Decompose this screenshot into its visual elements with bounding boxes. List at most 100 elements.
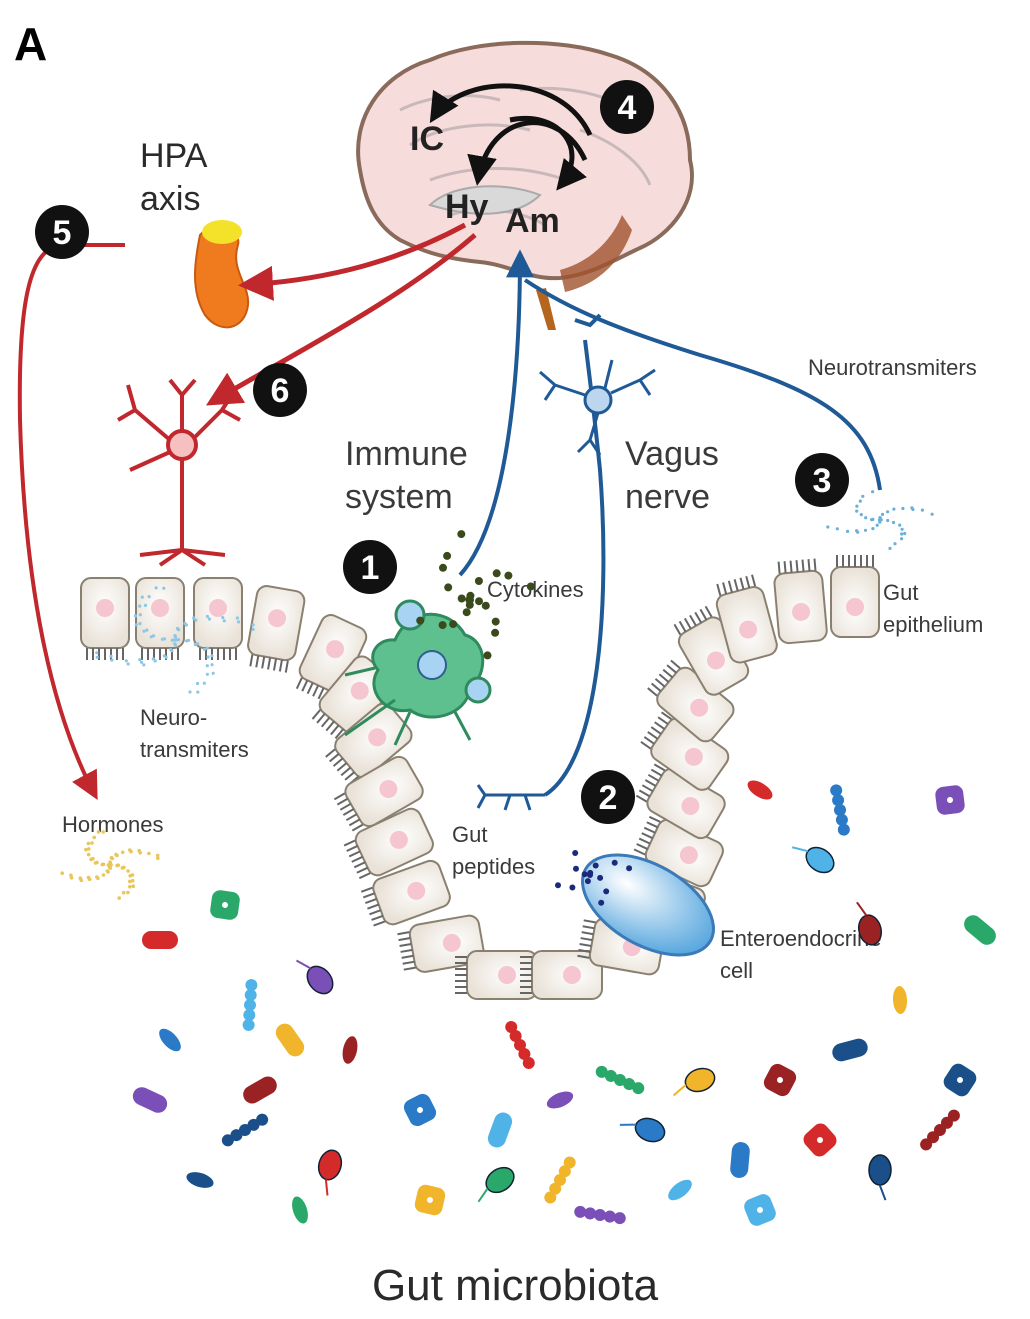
bacterium xyxy=(934,784,965,815)
particle xyxy=(187,639,190,642)
particle xyxy=(95,651,98,654)
bacterium xyxy=(941,1061,980,1100)
particle xyxy=(60,871,64,875)
particle xyxy=(593,863,599,869)
particle xyxy=(886,510,889,513)
vagus-label-line2: nerve xyxy=(625,478,710,516)
neuro-transmiters-label-line2: transmiters xyxy=(140,737,249,762)
particle xyxy=(196,642,199,645)
particle xyxy=(626,865,632,871)
particle xyxy=(886,519,889,522)
bacterium xyxy=(401,1091,439,1129)
svg-text:4: 4 xyxy=(618,89,637,127)
particle xyxy=(145,629,148,632)
brain-outline xyxy=(358,43,692,278)
particle xyxy=(101,863,105,867)
particle xyxy=(491,629,499,637)
particle xyxy=(142,663,145,666)
particle xyxy=(89,858,93,862)
particle xyxy=(188,690,191,693)
particle xyxy=(893,542,896,545)
particle xyxy=(128,885,132,889)
particle xyxy=(114,853,118,857)
particle xyxy=(901,507,904,510)
hormones-label: Hormones xyxy=(62,812,163,837)
particle xyxy=(892,521,895,524)
neuro-transmiters-label-line1: Neuro- xyxy=(140,705,207,730)
particle xyxy=(174,643,177,646)
hpa-label-line1: HPA xyxy=(140,137,208,175)
particle xyxy=(203,648,206,651)
bacterium xyxy=(573,1205,626,1225)
brain-ic-label: IC xyxy=(410,120,444,158)
particle xyxy=(102,873,106,877)
particle xyxy=(864,529,867,532)
particle xyxy=(142,630,145,633)
gut-peptides-label-line1: Gut xyxy=(452,822,487,847)
bacterium xyxy=(289,1195,311,1226)
gut-peptides-label-line2: peptides xyxy=(452,854,535,879)
particle xyxy=(878,516,881,519)
particle xyxy=(96,877,100,881)
particle xyxy=(108,866,112,870)
particle xyxy=(206,615,209,618)
particle xyxy=(138,658,141,661)
badge-5: 5 xyxy=(35,205,89,259)
particle xyxy=(97,830,101,834)
bacterium xyxy=(761,1061,799,1099)
particle xyxy=(484,651,492,659)
gut-microbiota-bacteria xyxy=(130,777,1000,1229)
particle xyxy=(237,620,240,623)
bacterium xyxy=(469,1162,519,1205)
particle xyxy=(150,635,153,638)
particle xyxy=(598,900,604,906)
badge-4: 4 xyxy=(600,80,654,134)
particle xyxy=(177,638,180,641)
particle xyxy=(128,848,132,852)
brain-am-label: Am xyxy=(505,202,560,240)
particle xyxy=(527,583,535,591)
svg-text:5: 5 xyxy=(53,214,72,252)
bacterium xyxy=(742,1192,778,1228)
particle xyxy=(482,602,490,610)
particle xyxy=(162,587,165,590)
vagus-label-line1: Vagus xyxy=(625,435,719,473)
bacterium xyxy=(340,1035,360,1065)
particle xyxy=(210,654,213,657)
particle xyxy=(206,664,209,667)
particle xyxy=(96,656,99,659)
cytokines-label: Cytokines xyxy=(487,577,584,602)
particle xyxy=(903,532,906,535)
bacterium xyxy=(829,783,851,836)
particle xyxy=(223,619,226,622)
particle xyxy=(555,882,561,888)
particle xyxy=(856,531,859,534)
particle xyxy=(131,873,135,877)
particle xyxy=(860,513,863,516)
bacterium xyxy=(918,1107,963,1153)
particle xyxy=(87,842,91,846)
particle xyxy=(139,613,142,616)
particle xyxy=(898,524,901,527)
particle xyxy=(183,622,186,625)
immune-label-line2: system xyxy=(345,478,453,516)
particle xyxy=(170,649,173,652)
particle xyxy=(148,595,151,598)
particle xyxy=(573,866,579,872)
bacterium xyxy=(892,986,907,1015)
particle xyxy=(203,682,206,685)
epithelial-cell xyxy=(81,578,129,660)
epithelial-cell xyxy=(773,558,828,644)
particle xyxy=(582,871,588,877)
badge-2: 2 xyxy=(581,770,635,824)
particle xyxy=(154,659,157,662)
neurotransmiters-label: Neurotransmiters xyxy=(808,355,977,380)
particle xyxy=(597,875,603,881)
particle xyxy=(208,617,211,620)
particle xyxy=(493,569,501,577)
particle xyxy=(876,524,879,527)
particle xyxy=(121,851,125,855)
bacterium xyxy=(485,1110,514,1150)
immune-label-line1: Immune xyxy=(345,435,468,473)
particle xyxy=(572,850,578,856)
